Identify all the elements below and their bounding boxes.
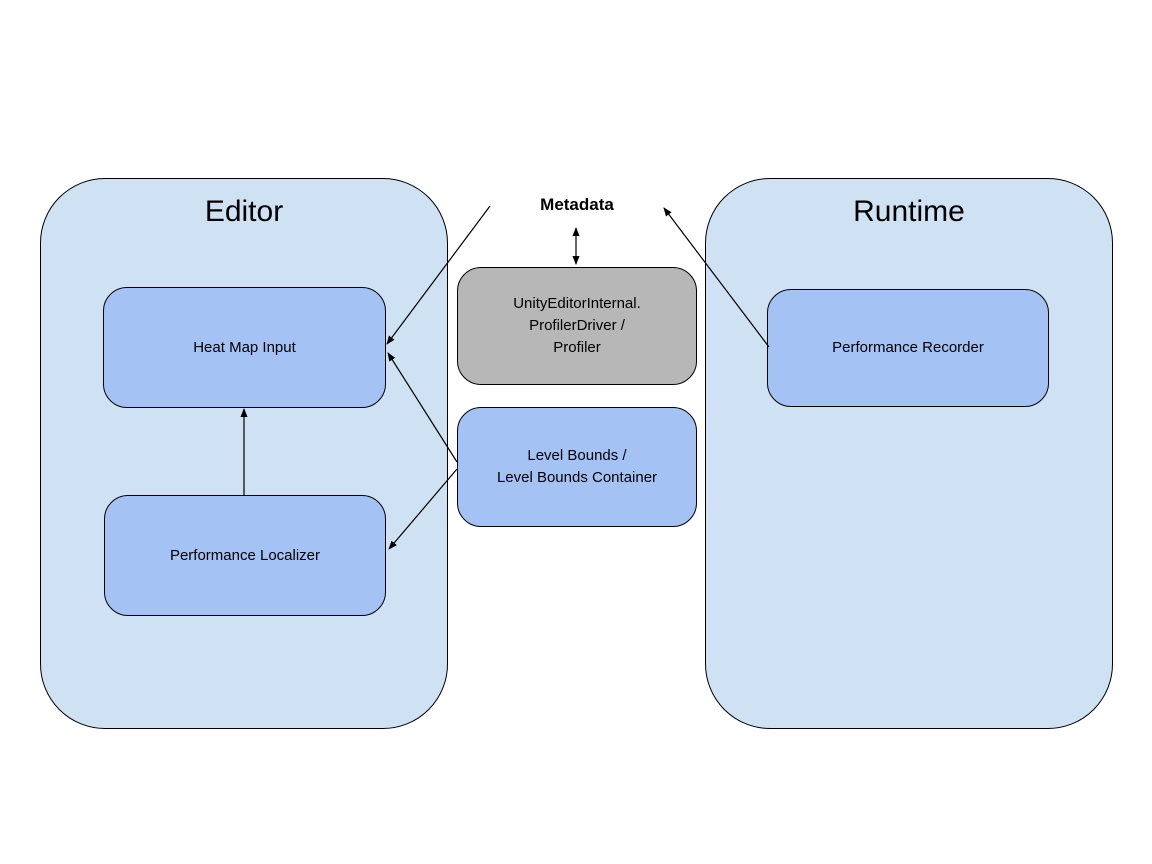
heat-map-input-node: Heat Map Input bbox=[103, 287, 386, 408]
editor-container: Editor bbox=[40, 178, 448, 729]
profiler-driver-node: UnityEditorInternal. ProfilerDriver / Pr… bbox=[457, 267, 697, 385]
performance-localizer-node: Performance Localizer bbox=[104, 495, 386, 616]
editor-title: Editor bbox=[204, 195, 284, 228]
runtime-container: Runtime bbox=[705, 178, 1113, 729]
runtime-title: Runtime bbox=[853, 195, 965, 228]
metadata-label: Metadata bbox=[540, 195, 614, 214]
level-bounds-node: Level Bounds / Level Bounds Container bbox=[457, 407, 697, 527]
performance-recorder-node: Performance Recorder bbox=[767, 289, 1049, 407]
